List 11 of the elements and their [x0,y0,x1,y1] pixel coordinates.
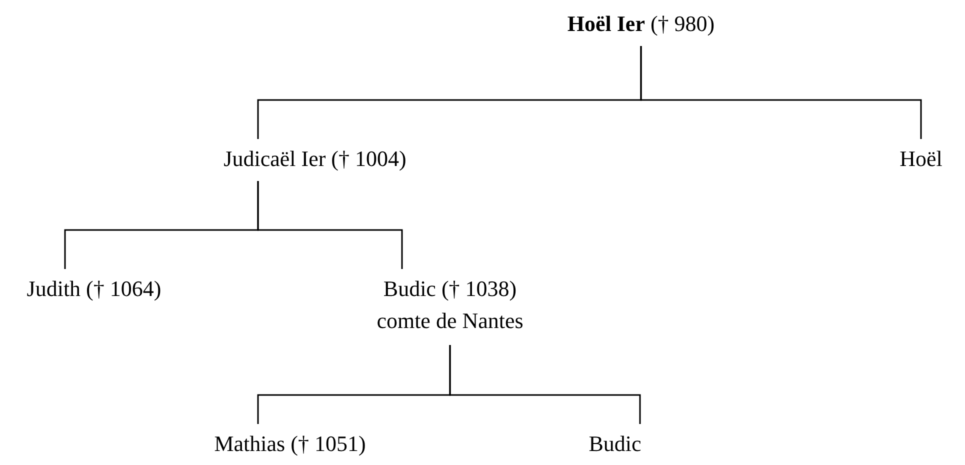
person-name: Judicaël Ier († 1004) [224,145,406,173]
connector-line [640,46,922,139]
person-name: Mathias († 1051) [214,430,366,458]
connector-line [449,345,641,424]
person-name: Hoël Ier († 980) [567,10,715,38]
person-name: comte de Nantes [376,307,524,335]
person-name: Judith († 1064) [26,275,162,303]
person-name: Budic [588,430,642,458]
person-name: Budic († 1038) [383,275,517,303]
connector-line [257,181,403,269]
person-name: Hoël [900,145,942,173]
